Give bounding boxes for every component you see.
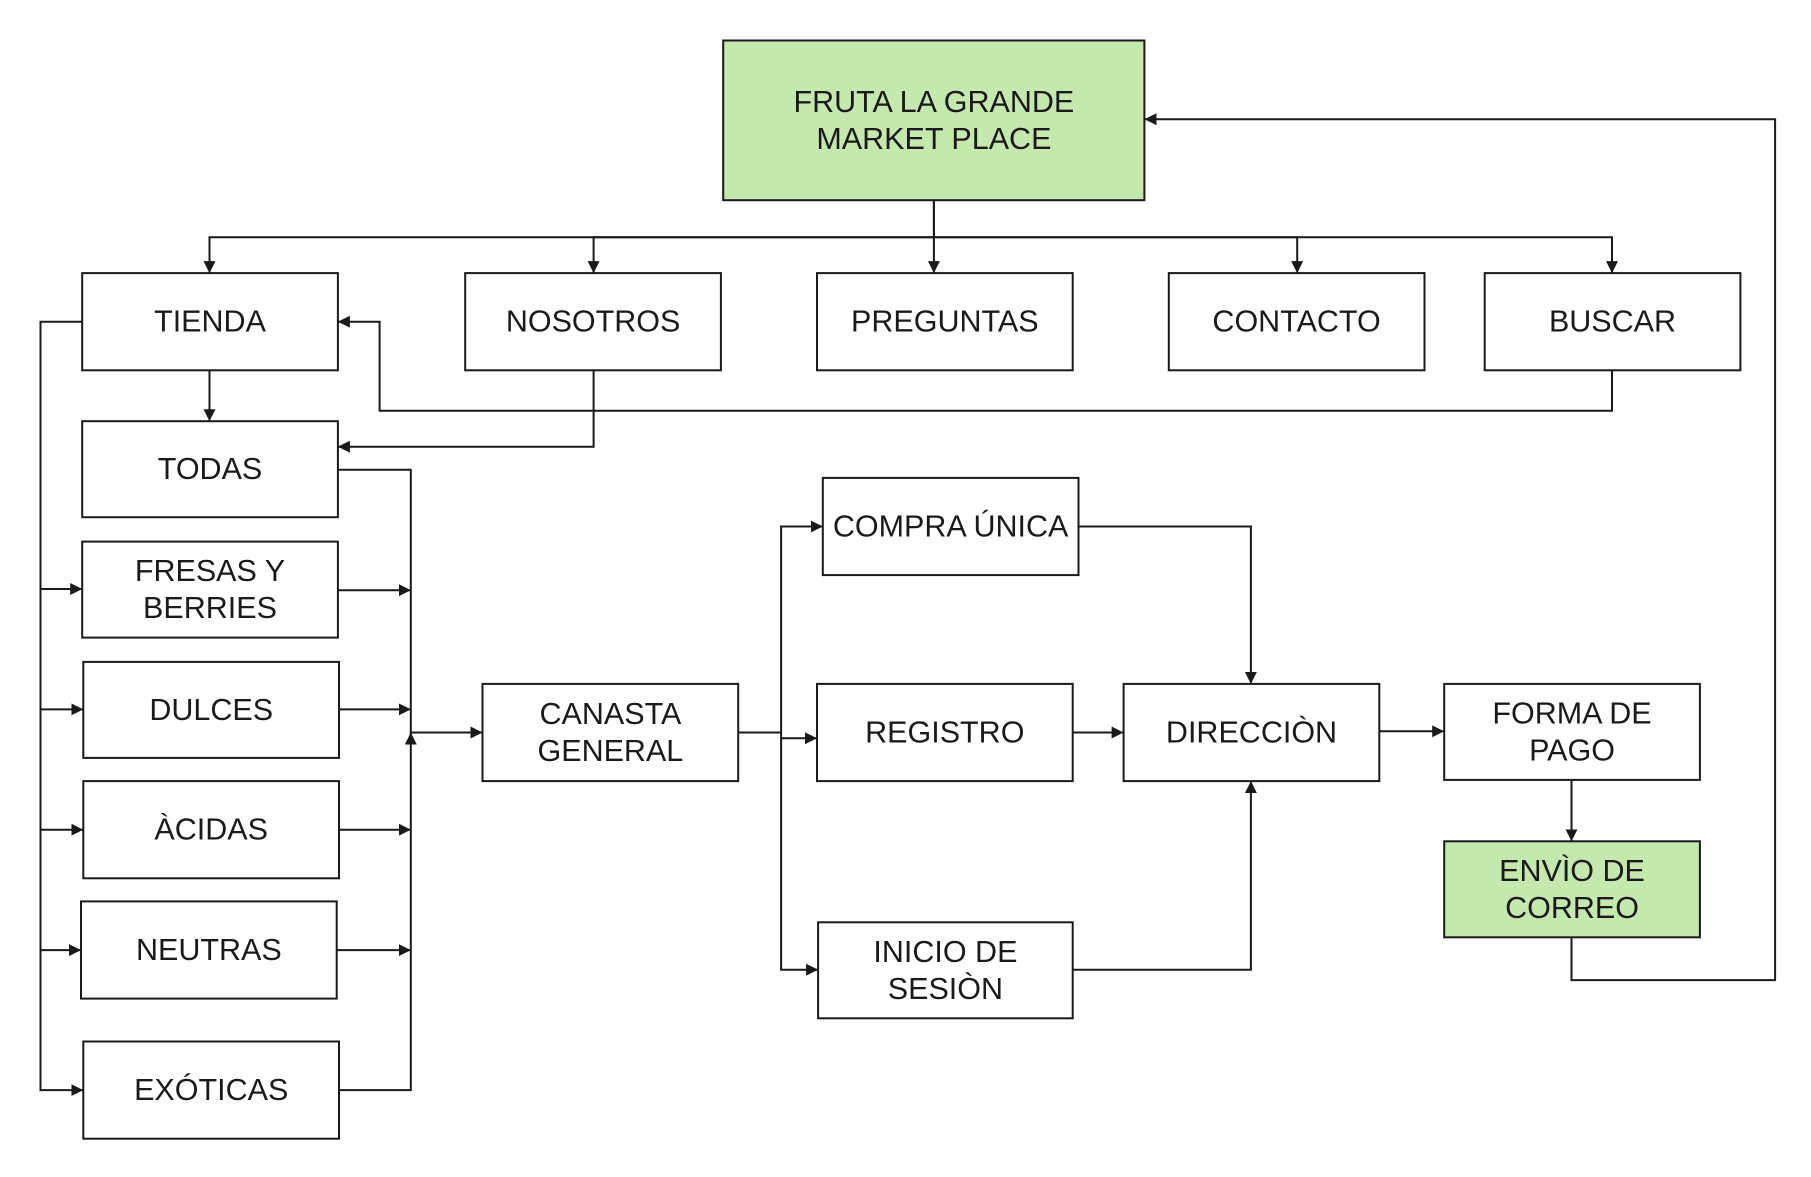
node-compra-box xyxy=(821,476,1080,577)
connector-root-to-buscar xyxy=(933,236,1618,274)
node-exoticas: EXÓTICAS xyxy=(82,1040,340,1140)
node-todas-label: TODAS xyxy=(158,452,263,486)
node-fresas-box xyxy=(81,540,339,639)
connector-envio-to-root xyxy=(1144,113,1777,982)
connector-tienda-to-fresas xyxy=(39,320,83,595)
node-compra: COMPRA ÚNICA xyxy=(821,476,1080,577)
node-neutras: NEUTRAS xyxy=(80,900,338,1000)
node-acidas-box xyxy=(82,780,340,880)
node-tienda-box xyxy=(81,272,339,372)
connectors xyxy=(39,113,1777,1097)
node-contacto-box xyxy=(1167,272,1426,372)
connector-canasta-to-compra xyxy=(738,520,823,734)
node-preguntas: PREGUNTAS xyxy=(816,272,1074,372)
connector-compra-to-direccion xyxy=(1078,525,1257,684)
node-buscar: BUSCAR xyxy=(1483,272,1742,372)
node-dulces: DULCES xyxy=(82,660,340,759)
node-direccion-label: DIRECCIÒN xyxy=(1166,715,1337,750)
node-compra-label: COMPRA ÚNICA xyxy=(833,509,1069,544)
node-root-label: MARKET PLACE xyxy=(816,122,1051,156)
node-dulces-label: DULCES xyxy=(149,693,273,727)
node-canasta-label: CANASTA xyxy=(540,697,682,731)
node-tienda-label: TIENDA xyxy=(154,305,267,339)
connector-exoticas-to-canasta xyxy=(339,732,417,1092)
node-tienda: TIENDA xyxy=(81,272,339,372)
node-registro: REGISTRO xyxy=(816,682,1074,783)
node-envio-label: ENVÌO DE xyxy=(1499,853,1645,888)
node-fresas-label: BERRIES xyxy=(143,591,277,625)
node-nosotros: NOSOTROS xyxy=(464,272,722,372)
node-envio-box xyxy=(1443,840,1701,939)
node-registro-box xyxy=(816,682,1074,783)
node-inicio-label: INICIO DE xyxy=(873,935,1017,969)
node-registro-label: REGISTRO xyxy=(865,716,1024,750)
connector-root-to-contacto xyxy=(933,236,1304,274)
node-nosotros-box xyxy=(464,272,722,372)
node-neutras-label: NEUTRAS xyxy=(136,933,282,967)
node-exoticas-label: EXÓTICAS xyxy=(134,1072,288,1107)
node-buscar-box xyxy=(1483,272,1742,372)
node-forma-box xyxy=(1443,682,1701,781)
connector-tienda-to-exoticas xyxy=(39,321,84,1097)
node-contacto-label: CONTACTO xyxy=(1212,305,1380,339)
node-contacto: CONTACTO xyxy=(1167,272,1426,372)
node-acidas-label: ÀCIDAS xyxy=(154,812,268,847)
node-forma-label: PAGO xyxy=(1529,733,1615,767)
node-acidas: ÀCIDAS xyxy=(82,780,340,880)
connector-canasta-to-registro xyxy=(780,732,817,745)
node-dulces-box xyxy=(82,660,340,759)
node-preguntas-label: PREGUNTAS xyxy=(851,305,1039,339)
connector-todas-to-canasta xyxy=(337,468,483,739)
node-nosotros-label: NOSOTROS xyxy=(506,305,681,339)
connector-buscar-to-tienda xyxy=(337,315,1613,412)
node-fresas-label: FRESAS Y xyxy=(135,554,285,588)
node-todas: TODAS xyxy=(81,420,339,519)
node-direccion-box xyxy=(1122,682,1381,783)
node-root-box xyxy=(722,39,1146,202)
connector-root-to-nosotros xyxy=(587,236,934,274)
node-envio-label: CORREO xyxy=(1505,891,1639,925)
node-neutras-box xyxy=(80,900,338,1000)
connector-inicio-to-direccion xyxy=(1072,781,1257,971)
connector-nosotros-to-todas xyxy=(337,370,595,453)
connector-canasta-to-inicio xyxy=(780,738,819,976)
node-inicio-box xyxy=(817,921,1074,1020)
node-exoticas-box xyxy=(82,1040,340,1140)
node-forma-label: FORMA DE xyxy=(1492,696,1651,730)
node-direccion: DIRECCIÒN xyxy=(1122,682,1381,783)
node-canasta-label: GENERAL xyxy=(538,734,684,768)
node-canasta-box xyxy=(481,682,740,783)
node-buscar-label: BUSCAR xyxy=(1549,305,1676,339)
node-preguntas-box xyxy=(816,272,1074,372)
node-todas-box xyxy=(81,420,339,519)
node-inicio-label: SESIÒN xyxy=(888,971,1003,1006)
node-root-label: FRUTA LA GRANDE xyxy=(794,85,1075,119)
